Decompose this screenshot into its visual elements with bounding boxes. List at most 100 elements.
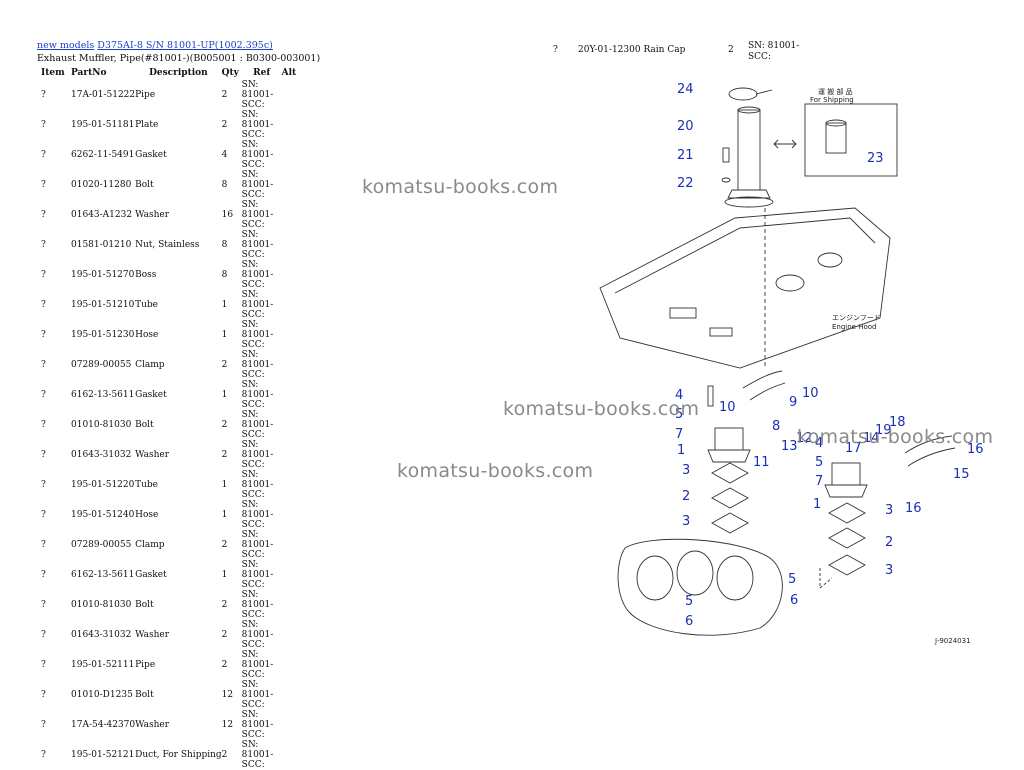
row-partno: 195-01-51220 (71, 480, 135, 490)
row-qty: 4 (221, 150, 228, 160)
row-qty: 2 (221, 90, 228, 100)
col-ref: Ref (253, 68, 271, 78)
extra-row-qty: 2 (728, 45, 734, 55)
figure-code: J-9024031 (934, 637, 971, 645)
row-alt (282, 380, 298, 410)
row-item: ? (41, 720, 46, 730)
row-qty: 2 (221, 360, 228, 370)
row-ref: SN: 81001-SCC: (241, 650, 274, 680)
row-partno: 6162-13-5611 (71, 390, 135, 400)
extra-row-desc: Rain Cap (643, 45, 686, 55)
callout-label: 16 (967, 442, 984, 457)
row-qty: 1 (221, 480, 228, 490)
row-ref: SN: 81001-SCC: (241, 170, 274, 200)
row-description: Boss (135, 270, 157, 280)
row-item: ? (41, 150, 46, 160)
row-qty: 8 (221, 270, 228, 280)
callout-label: 17 (845, 441, 862, 456)
row-partno: 195-01-52111 (71, 660, 135, 670)
row-item: ? (41, 330, 46, 340)
watermark-4: komatsu-books.com (797, 426, 994, 448)
row-item: ? (41, 240, 46, 250)
row-alt (282, 260, 298, 290)
row-partno: 195-01-52121 (71, 750, 135, 760)
row-qty: 12 (221, 690, 234, 700)
callout-label: 5 (675, 407, 683, 422)
row-description: Duct, For Shipping (135, 750, 222, 760)
row-item: ? (41, 390, 46, 400)
row-partno: 17A-54-42370 (71, 720, 136, 730)
row-ref: SN: 81001-SCC: (241, 590, 274, 620)
row-item: ? (41, 690, 46, 700)
callout-label: 5 (788, 572, 796, 587)
row-description: Washer (135, 450, 170, 460)
page-title: Exhaust Muffler, Pipe(#81001-)(B005001 :… (37, 53, 321, 64)
callout-label: 1 (677, 443, 685, 458)
row-qty: 2 (221, 120, 228, 130)
row-qty: 1 (221, 390, 228, 400)
row-description: Gasket (135, 570, 167, 580)
row-ref: SN: 81001-SCC: (241, 260, 274, 290)
callout-label: 3 (885, 563, 893, 578)
engine-hood-en-label: Engine Hood (832, 323, 877, 331)
callout-label: 3 (682, 463, 690, 478)
row-qty: 1 (221, 510, 228, 520)
row-ref: SN: 81001-SCC: (241, 290, 274, 320)
breadcrumb-link-model[interactable]: D375AI-8 S/N 81001-UP(1002.395c) (97, 40, 273, 51)
row-qty: 1 (221, 300, 228, 310)
extra-row-item: ? (553, 45, 558, 55)
row-partno: 01643-31032 (71, 450, 132, 460)
watermark-1: komatsu-books.com (362, 176, 559, 198)
callout-label: 2 (885, 535, 893, 550)
callout-label: 14 (863, 431, 880, 446)
breadcrumb-link-new-models[interactable]: new models (37, 40, 95, 51)
callout-label: 23 (867, 151, 884, 166)
parts-table: Item PartNo Description Qty Ref Alt ?17A… (37, 66, 298, 770)
row-item: ? (41, 210, 46, 220)
row-ref: SN: 81001-SCC: (241, 410, 274, 440)
callout-label: 16 (905, 501, 922, 516)
shipping-jp-label: 運 搬 部 品 (818, 87, 853, 96)
row-ref: SN: 81001-SCC: (241, 80, 274, 110)
row-item: ? (41, 630, 46, 640)
row-partno: 01010-81030 (71, 600, 132, 610)
row-partno: 17A-01-51222 (71, 90, 136, 100)
row-partno: 01581-01210 (71, 240, 132, 250)
callout-label: 21 (677, 148, 694, 163)
callout-label: 5 (815, 455, 823, 470)
row-alt (282, 530, 298, 560)
callout-label: 5 (685, 594, 693, 609)
watermark-2: komatsu-books.com (503, 398, 700, 420)
row-item: ? (41, 510, 46, 520)
col-qty: Qty (221, 68, 239, 78)
row-description: Washer (135, 720, 170, 730)
row-description: Bolt (135, 180, 154, 190)
row-alt (282, 80, 298, 110)
row-alt (282, 350, 298, 380)
row-partno: 195-01-51230 (71, 330, 135, 340)
row-qty: 8 (221, 180, 228, 190)
callout-label: 12 (796, 431, 813, 446)
row-partno: 6262-11-5491 (71, 150, 135, 160)
callout-label: 11 (753, 455, 770, 470)
row-qty: 1 (221, 570, 228, 580)
callout-label: 6 (685, 614, 693, 629)
exploded-parts-diagram: 運 搬 部 品 For Shipping エンジンフード Engine Hood… (599, 82, 984, 645)
engine-hood-jp-label: エンジンフード (832, 314, 881, 322)
row-item: ? (41, 120, 46, 130)
row-alt (282, 200, 298, 230)
row-qty: 2 (221, 630, 228, 640)
row-alt (282, 650, 298, 680)
row-description: Washer (135, 210, 170, 220)
